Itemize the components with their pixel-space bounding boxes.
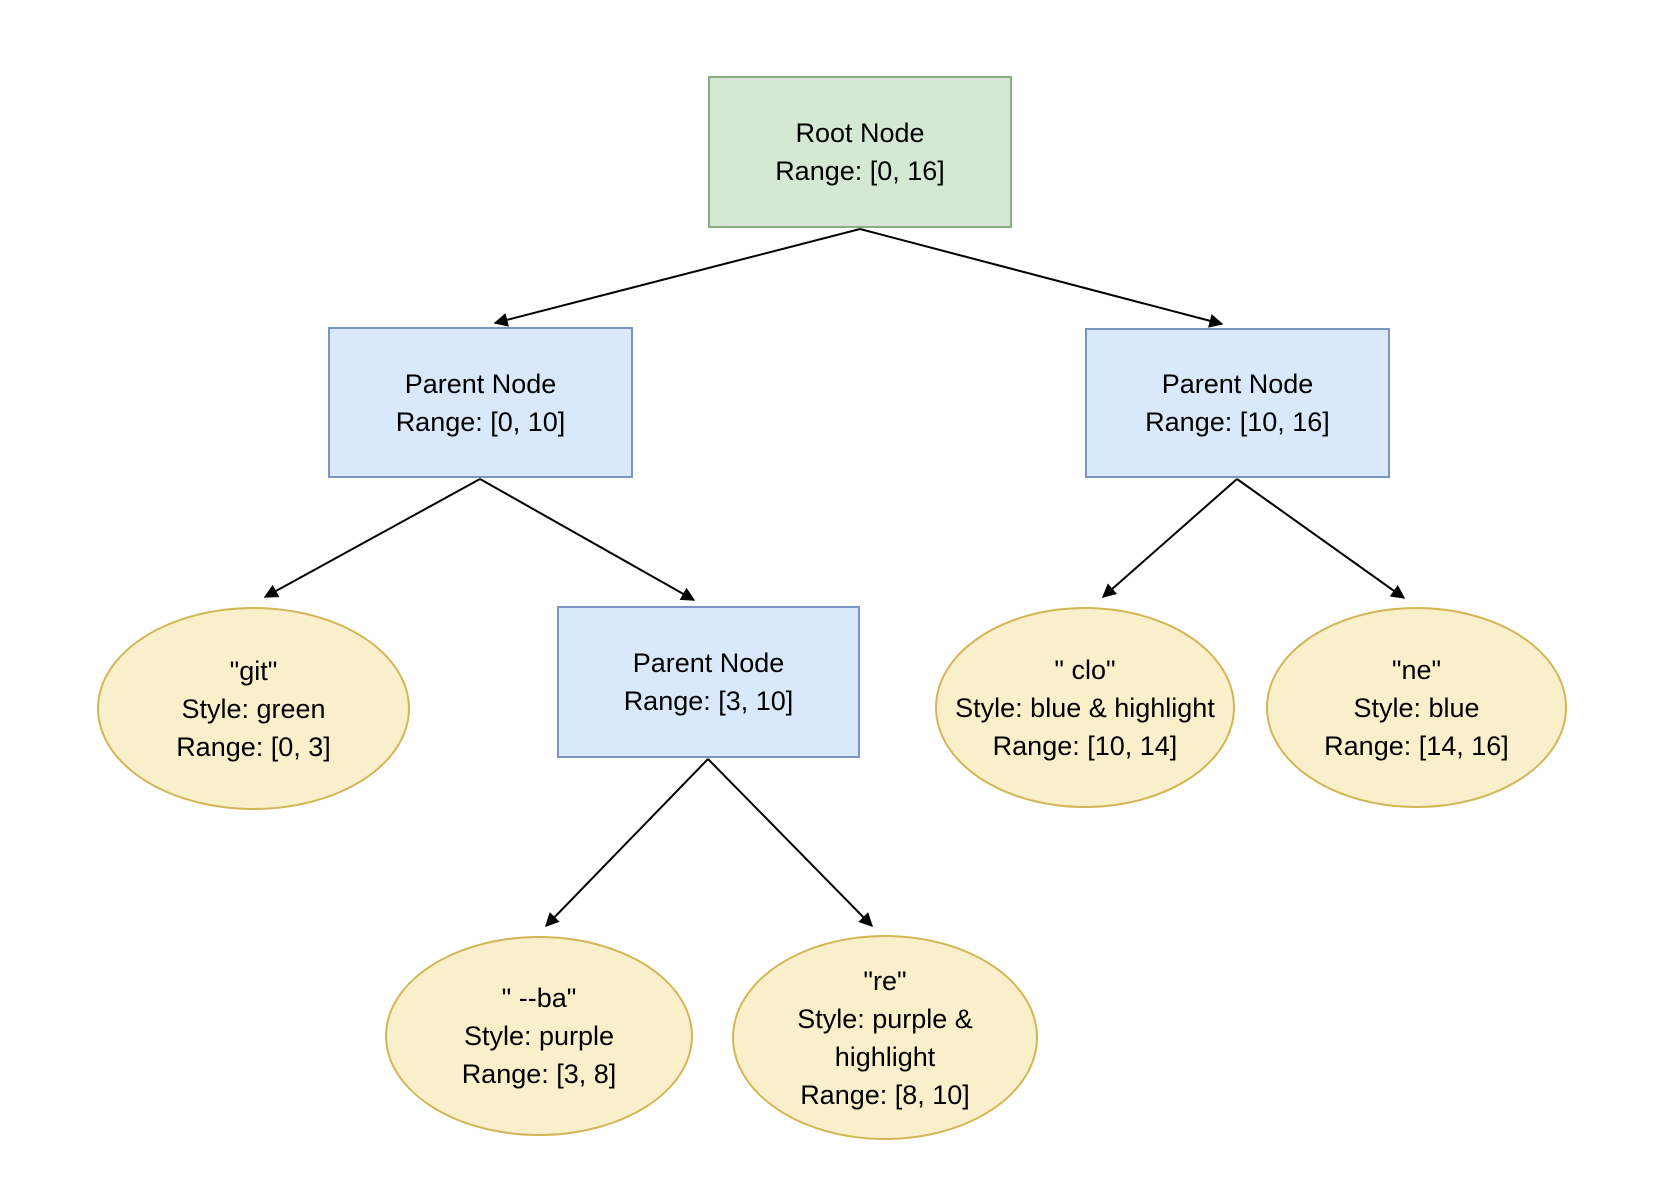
edge-parent-right-to-clo	[1101, 478, 1238, 598]
node-leaf-re-style: Style: purple &	[797, 1003, 973, 1034]
node-parent-right-title: Parent Node	[1161, 369, 1314, 399]
node-leaf-clo-token: " clo"	[1054, 654, 1116, 685]
node-parent-mid-title: Parent Node	[632, 648, 785, 678]
edge-mid-to-re	[707, 758, 873, 927]
node-leaf-ne-style: Style: blue	[1353, 692, 1480, 723]
edge-parent-left-to-mid	[479, 478, 696, 601]
edge-mid-to-ba	[545, 758, 709, 928]
node-parent-mid: Parent Node Range: [3, 10]	[557, 606, 860, 758]
node-parent-left-range: Range: [0, 10]	[395, 406, 566, 437]
node-leaf-clo-style: Style: blue & highlight	[955, 692, 1215, 723]
node-parent-right-range: Range: [10, 16]	[1145, 407, 1330, 437]
node-leaf-ba-style: Style: purple	[463, 1021, 615, 1051]
node-leaf-re-style2: highlight	[834, 1041, 936, 1072]
node-leaf-git-token: "git"	[229, 655, 278, 686]
node-root-range: Range: [0, 16]	[775, 156, 945, 186]
node-leaf-ba-token: " --ba"	[501, 983, 577, 1013]
node-leaf-git: "git" Style: green Range: [0, 3]	[97, 607, 410, 810]
node-leaf-re-token: "re"	[863, 965, 907, 996]
edge-parent-right-to-ne	[1236, 478, 1406, 599]
node-parent-left-title: Parent Node	[404, 368, 557, 399]
node-leaf-ne-token: "ne"	[1391, 654, 1442, 685]
node-leaf-ne-range: Range: [14, 16]	[1324, 730, 1509, 761]
edge-root-to-parent-right	[859, 228, 1224, 328]
edge-root-to-parent-left	[493, 228, 861, 327]
node-parent-left: Parent Node Range: [0, 10]	[328, 327, 633, 478]
node-leaf-clo-range: Range: [10, 14]	[992, 730, 1178, 761]
node-leaf-ne: "ne" Style: blue Range: [14, 16]	[1266, 607, 1567, 808]
node-leaf-re-range: Range: [8, 10]	[800, 1079, 970, 1110]
node-parent-right: Parent Node Range: [10, 16]	[1085, 328, 1390, 478]
node-leaf-re: "re" Style: purple & highlight Range: [8…	[732, 935, 1038, 1140]
node-leaf-clo: " clo" Style: blue & highlight Range: [1…	[935, 607, 1235, 808]
node-leaf-git-range: Range: [0, 3]	[176, 731, 331, 762]
node-root: Root Node Range: [0, 16]	[708, 76, 1012, 228]
node-leaf-ba-range: Range: [3, 8]	[461, 1059, 617, 1089]
node-root-title: Root Node	[795, 118, 925, 148]
edge-parent-left-to-git	[263, 478, 481, 598]
node-leaf-git-style: Style: green	[181, 693, 326, 724]
node-leaf-ba: " --ba" Style: purple Range: [3, 8]	[385, 936, 693, 1136]
node-parent-mid-range: Range: [3, 10]	[623, 686, 794, 716]
